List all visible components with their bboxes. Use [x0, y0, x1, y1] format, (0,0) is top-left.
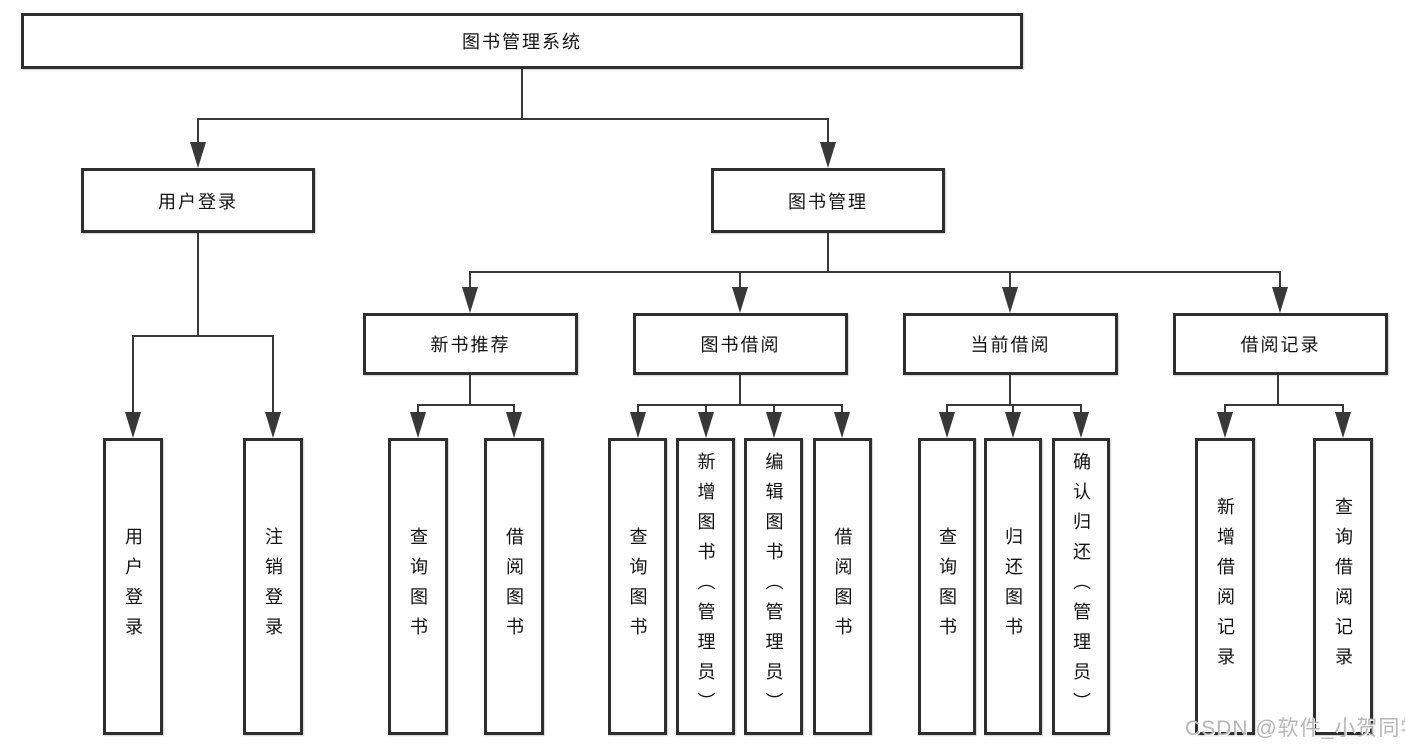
connector-line [946, 404, 1082, 406]
connector-line [521, 69, 523, 120]
leaf-add-borrow-record: 新增借阅记录 [1195, 438, 1255, 735]
arrow-down-icon [125, 412, 141, 438]
connector-line [197, 233, 199, 337]
arrow-down-icon [1002, 287, 1018, 313]
arrow-down-icon [1272, 287, 1288, 313]
connector-line [417, 404, 419, 414]
connector-line [197, 118, 199, 146]
connector-line [637, 404, 843, 406]
leaf-query-books-current: 查询图书 [918, 438, 976, 735]
connector-line [197, 118, 829, 120]
arrow-down-icon [834, 412, 850, 438]
node-book-borrowing: 图书借阅 [633, 313, 848, 375]
connector-line [1342, 404, 1344, 414]
connector-line [1009, 271, 1011, 291]
leaf-borrow-books-newbook: 借阅图书 [484, 438, 544, 735]
connector-line [469, 271, 1281, 273]
node-user-login: 用户登录 [81, 168, 315, 233]
connector-line [1080, 404, 1082, 414]
connector-line [1279, 271, 1281, 291]
connector-line [469, 271, 471, 291]
connector-line [773, 404, 775, 414]
leaf-borrow-books-borrowing: 借阅图书 [813, 438, 872, 735]
arrow-down-icon [1335, 412, 1351, 438]
arrow-down-icon [939, 412, 955, 438]
node-library-management-system: 图书管理系统 [21, 13, 1023, 69]
connector-line [1224, 404, 1226, 414]
arrow-down-icon [1217, 412, 1233, 438]
leaf-return-books: 归还图书 [984, 438, 1042, 735]
csdn-watermark: CSDN @软件_小贺同学 [1185, 717, 1405, 740]
leaf-add-books-admin: 新增图书（管理员） [676, 438, 735, 735]
leaf-query-books-borrowing: 查询图书 [608, 438, 667, 735]
connector-line [132, 335, 274, 337]
arrow-down-icon [265, 412, 281, 438]
node-book-management: 图书管理 [711, 168, 945, 233]
connector-line [946, 404, 948, 414]
connector-line [827, 233, 829, 273]
node-new-book-recommendation: 新书推荐 [363, 313, 578, 375]
arrow-down-icon [462, 287, 478, 313]
connector-line [469, 375, 471, 406]
node-borrowing-records: 借阅记录 [1173, 313, 1388, 375]
connector-line [827, 118, 829, 146]
connector-line [739, 271, 741, 291]
connector-line [1277, 375, 1279, 406]
leaf-logout: 注销登录 [243, 438, 303, 735]
node-current-borrowing: 当前借阅 [903, 313, 1118, 375]
connector-line [1224, 404, 1344, 406]
leaf-user-login: 用户登录 [103, 438, 163, 735]
leaf-query-books-newbook: 查询图书 [388, 438, 448, 735]
leaf-query-borrow-record: 查询借阅记录 [1313, 438, 1373, 735]
connector-line [417, 404, 515, 406]
arrow-down-icon [766, 412, 782, 438]
arrow-down-icon [506, 412, 522, 438]
connector-line [739, 375, 741, 406]
arrow-down-icon [630, 412, 646, 438]
arrow-down-icon [410, 412, 426, 438]
arrow-down-icon [732, 287, 748, 313]
leaf-confirm-return-admin: 确认归还（管理员） [1052, 438, 1110, 735]
arrow-down-icon [1073, 412, 1089, 438]
arrow-down-icon [1005, 412, 1021, 438]
connector-line [1012, 404, 1014, 414]
connector-line [841, 404, 843, 414]
arrow-down-icon [190, 142, 206, 168]
connector-line [132, 335, 134, 415]
connector-line [637, 404, 639, 414]
connector-line [1009, 375, 1011, 406]
arrow-down-icon [820, 142, 836, 168]
leaf-edit-books-admin: 编辑图书（管理员） [744, 438, 803, 735]
connector-line [705, 404, 707, 414]
connector-line [272, 335, 274, 415]
connector-line [513, 404, 515, 414]
arrow-down-icon [698, 412, 714, 438]
